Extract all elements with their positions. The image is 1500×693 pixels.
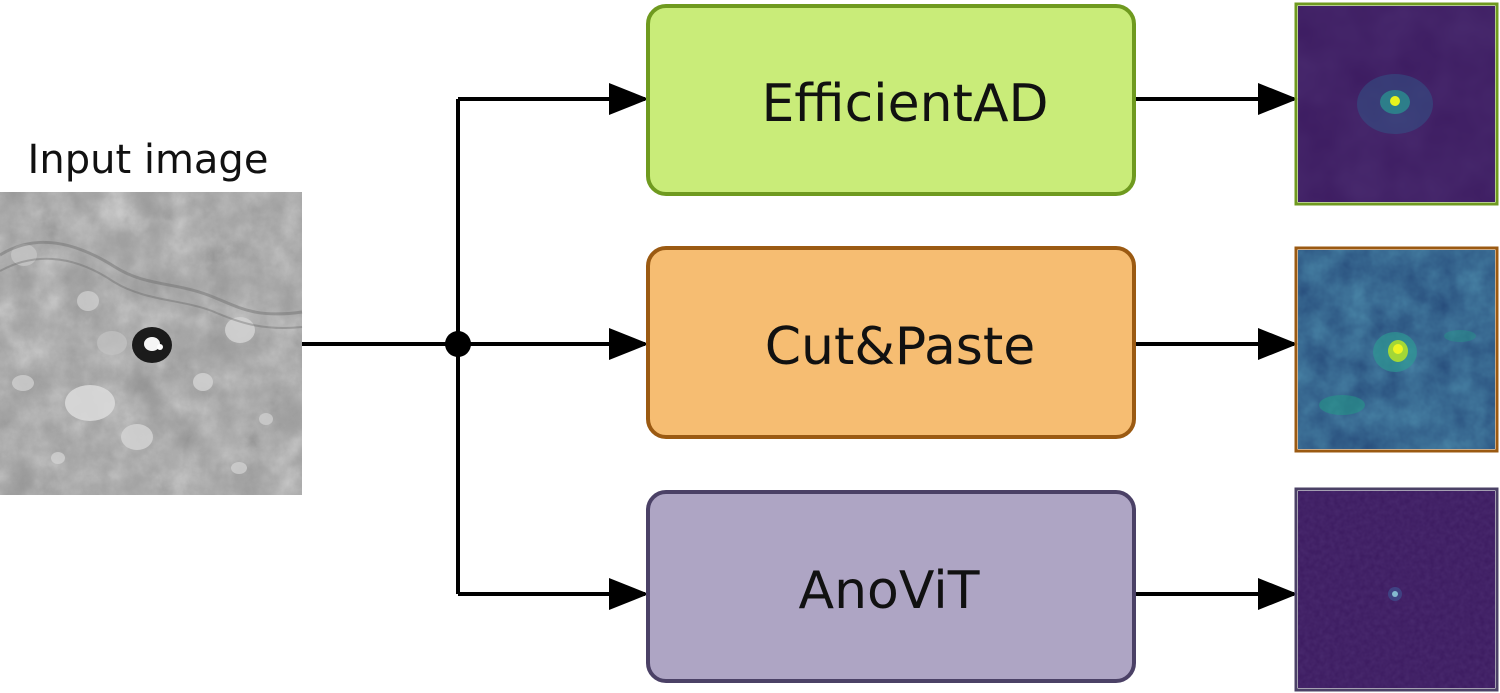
- model-label-efficientad: EfficientAD: [761, 74, 1048, 134]
- model-box-efficientad: EfficientAD: [646, 4, 1136, 196]
- input-image: [0, 192, 303, 495]
- model-label-anovit: AnoViT: [799, 561, 980, 621]
- model-box-cutpaste: Cut&Paste: [646, 246, 1136, 439]
- heatmap-efficientad: [1294, 2, 1499, 206]
- heatmap-cutpaste: [1294, 246, 1499, 453]
- model-label-cutpaste: Cut&Paste: [765, 317, 1036, 377]
- flow-connectors: [302, 83, 1298, 610]
- heatmap-anovit: [1294, 487, 1499, 692]
- input-image-label: Input image: [28, 137, 269, 183]
- model-box-anovit: AnoViT: [646, 490, 1136, 683]
